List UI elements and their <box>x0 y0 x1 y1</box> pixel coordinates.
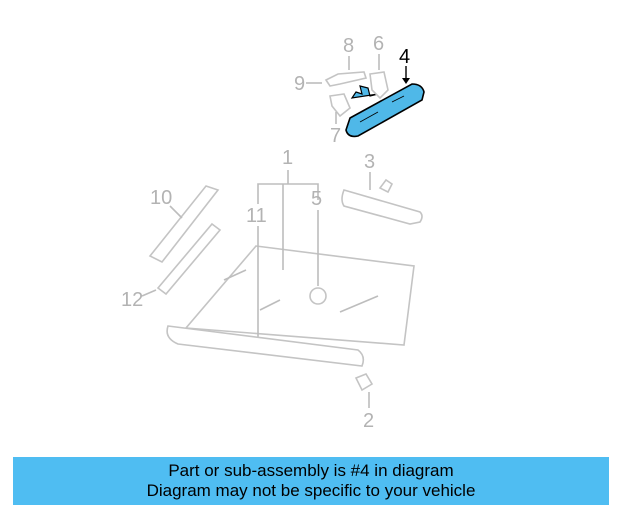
part-3-mirror[interactable] <box>341 178 423 225</box>
info-banner: Part or sub-assembly is #4 in diagram Di… <box>13 457 609 505</box>
part-4-rearview-mirror[interactable] <box>345 83 425 138</box>
callout-5: 5 <box>311 188 322 210</box>
callout-2: 2 <box>363 410 374 432</box>
callout-10: 10 <box>150 187 172 209</box>
part-2-clip[interactable] <box>354 373 374 392</box>
callout-4: 4 <box>399 46 410 68</box>
part-8-bracket[interactable] <box>324 71 368 87</box>
part-10-pillar-trim[interactable] <box>148 185 220 264</box>
part-1-windshield[interactable] <box>184 245 415 346</box>
callout-7: 7 <box>330 125 341 147</box>
callout-9: 9 <box>294 73 305 95</box>
part-6-cover[interactable] <box>369 71 389 100</box>
callout-12: 12 <box>121 289 143 311</box>
banner-line-1: Part or sub-assembly is #4 in diagram <box>168 461 454 480</box>
callout-8: 8 <box>343 35 354 57</box>
part-5-sensor[interactable] <box>309 287 327 305</box>
parts-diagram: 1 2 3 4 5 6 7 8 9 10 11 12 <box>121 33 425 432</box>
part-11-molding[interactable] <box>166 325 365 367</box>
callout-3: 3 <box>364 151 375 173</box>
callout-1: 1 <box>282 147 293 169</box>
part-7-cover[interactable] <box>329 93 351 118</box>
banner-line-2: Diagram may not be specific to your vehi… <box>146 481 476 500</box>
callout-11: 11 <box>246 205 267 227</box>
part-12-pillar-molding[interactable] <box>156 222 222 296</box>
callout-6: 6 <box>373 33 384 55</box>
